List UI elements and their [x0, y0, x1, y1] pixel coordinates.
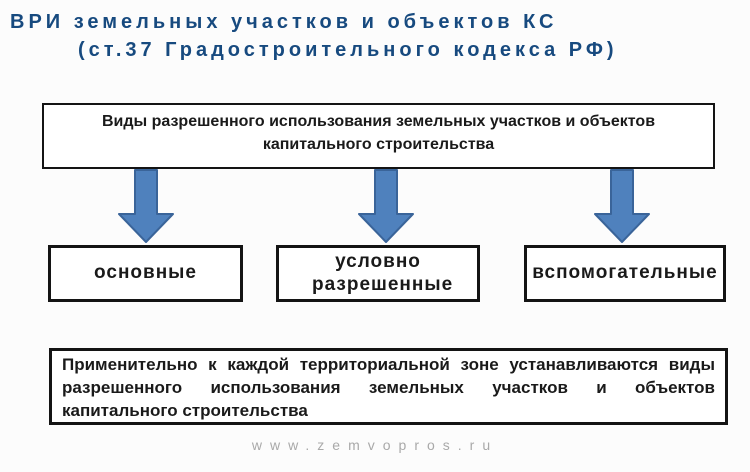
- root-box: Виды разрешенного использования земельны…: [42, 103, 715, 169]
- root-box-label: Виды разрешенного использования земельны…: [101, 113, 656, 153]
- child-box-auxiliary-label: вспомогательные: [532, 262, 718, 284]
- page-title-line-1: ВРИ земельных участков и объектов КС: [10, 11, 558, 33]
- down-arrow-icon: [358, 169, 414, 243]
- child-box-main-label: основные: [94, 262, 197, 284]
- child-box-main: основные: [48, 245, 243, 302]
- down-arrow-icon: [594, 169, 650, 243]
- child-box-auxiliary: вспомогательные: [524, 245, 726, 302]
- child-box-conditionally-permitted-label: условно разрешенные: [312, 250, 454, 295]
- website-url: www.zemvopros.ru: [251, 437, 499, 453]
- page-title-line-2: (ст.37 Градостроительного кодекса РФ): [78, 39, 618, 61]
- note-box: Применительно к каждой территориальной з…: [49, 348, 728, 425]
- child-box-conditionally-permitted: условно разрешенные: [276, 245, 480, 302]
- down-arrow-icon: [118, 169, 174, 243]
